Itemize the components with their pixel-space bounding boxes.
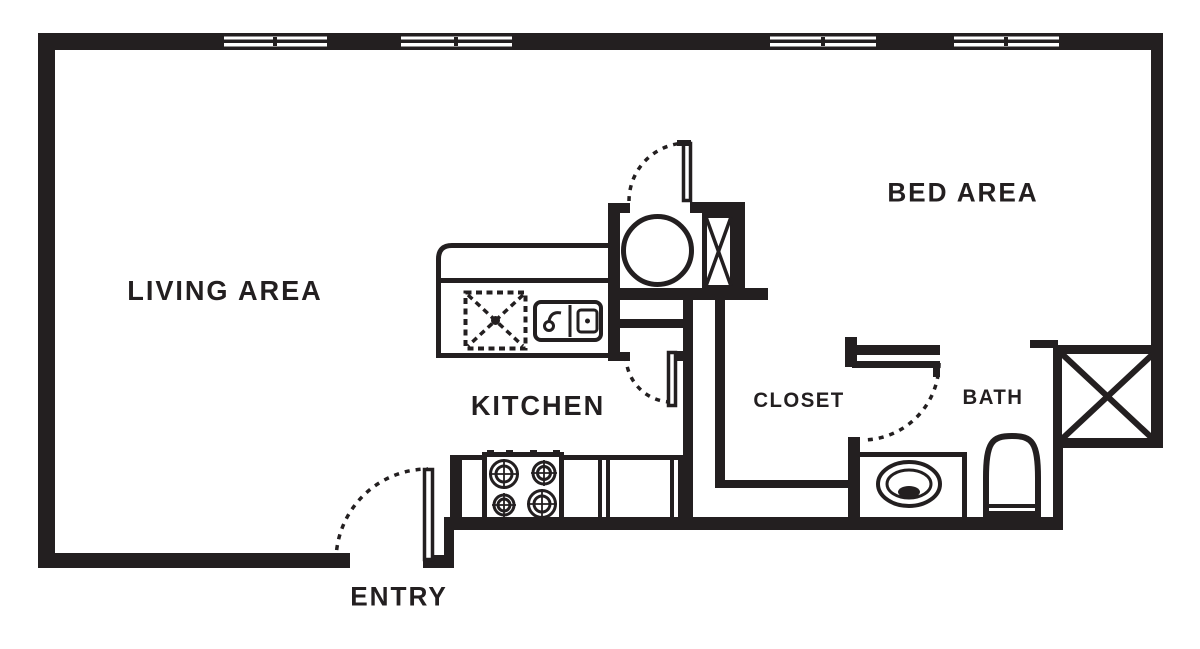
wall-closet-bottom bbox=[715, 480, 860, 488]
entry-door bbox=[334, 467, 435, 562]
wc-door-swing-arc bbox=[627, 141, 688, 202]
wall-wc-bottom bbox=[608, 288, 768, 300]
wall-top-3 bbox=[516, 33, 766, 50]
entry-jamb-wall bbox=[444, 517, 454, 568]
bath-vanity bbox=[848, 452, 967, 523]
burner-bottom-left bbox=[492, 493, 516, 517]
window-icon bbox=[397, 33, 516, 50]
bath-door bbox=[852, 361, 941, 442]
wc-door-head-tick bbox=[677, 140, 691, 146]
wall-step-bottom bbox=[1053, 438, 1163, 448]
windows bbox=[220, 33, 1063, 50]
bath-door-end-tick bbox=[933, 361, 940, 377]
room-label-bed-area: BED AREA bbox=[887, 177, 1039, 208]
room-label-kitchen: KITCHEN bbox=[470, 390, 606, 421]
entry-door-leaf bbox=[422, 467, 435, 562]
window-icon bbox=[950, 33, 1063, 50]
wc-tank-x-box-icon bbox=[702, 213, 735, 290]
wall-bath-west-lower bbox=[848, 437, 860, 530]
interior-walls bbox=[608, 202, 1058, 530]
stove-icon bbox=[482, 450, 564, 523]
wall-pantry-top bbox=[620, 319, 683, 328]
wall-left bbox=[38, 33, 55, 568]
bathtub-x-icon bbox=[1053, 345, 1162, 448]
wall-wc-east bbox=[735, 202, 745, 292]
window-icon bbox=[220, 33, 331, 50]
wall-bath-top bbox=[845, 345, 940, 355]
bath-sink-icon bbox=[876, 460, 942, 508]
room-label-living-area: LIVING AREA bbox=[127, 275, 323, 306]
kitchen-counter-edge-line bbox=[436, 278, 610, 283]
wc-door bbox=[627, 140, 693, 203]
room-label-entry: ENTRY bbox=[350, 581, 448, 612]
wall-bottom-mid bbox=[444, 517, 1063, 530]
pantry-door bbox=[624, 350, 688, 408]
bath-toilet-icon bbox=[983, 432, 1041, 519]
burner-top-left bbox=[489, 459, 519, 489]
wall-closet-west bbox=[715, 295, 725, 488]
burner-bottom-right bbox=[527, 489, 557, 519]
room-label-closet: CLOSET bbox=[753, 389, 845, 412]
wall-kitchen-stub bbox=[608, 352, 630, 361]
pantry-door-jamb bbox=[676, 351, 688, 361]
wall-kitchen-west bbox=[608, 203, 620, 361]
counter-left-edge bbox=[450, 455, 462, 529]
wc-round-fixture-icon bbox=[621, 214, 694, 287]
kitchen-sink-icon bbox=[533, 300, 603, 342]
wall-wc-top-right bbox=[690, 202, 745, 213]
exterior-walls bbox=[38, 33, 1163, 568]
room-label-bath: BATH bbox=[962, 386, 1024, 409]
counter-divider-lines bbox=[598, 459, 682, 519]
bath-door-swing-arc bbox=[861, 362, 941, 442]
wall-bath-top-right bbox=[1030, 340, 1058, 348]
wall-top-4 bbox=[880, 33, 950, 50]
wc-door-leaf bbox=[681, 141, 693, 203]
wall-right bbox=[1151, 33, 1163, 448]
wall-bottom-left bbox=[38, 553, 350, 568]
bath-sink-faucet bbox=[898, 486, 920, 498]
window-icon bbox=[766, 33, 880, 50]
wall-top-1 bbox=[38, 33, 220, 50]
wall-top-5 bbox=[1063, 33, 1163, 50]
burner-top-right bbox=[531, 460, 557, 486]
dishwasher-icon bbox=[463, 290, 528, 351]
wall-top-2 bbox=[331, 33, 397, 50]
pantry-door-swing-arc bbox=[624, 355, 672, 404]
bath-door-leaf bbox=[852, 361, 940, 368]
pantry-door-leaf bbox=[666, 350, 678, 408]
entry-door-swing-arc bbox=[334, 467, 429, 562]
wall-step-vertical bbox=[1053, 438, 1063, 530]
wall-wc-top-left bbox=[608, 203, 630, 213]
wall-hall-east bbox=[683, 295, 693, 530]
